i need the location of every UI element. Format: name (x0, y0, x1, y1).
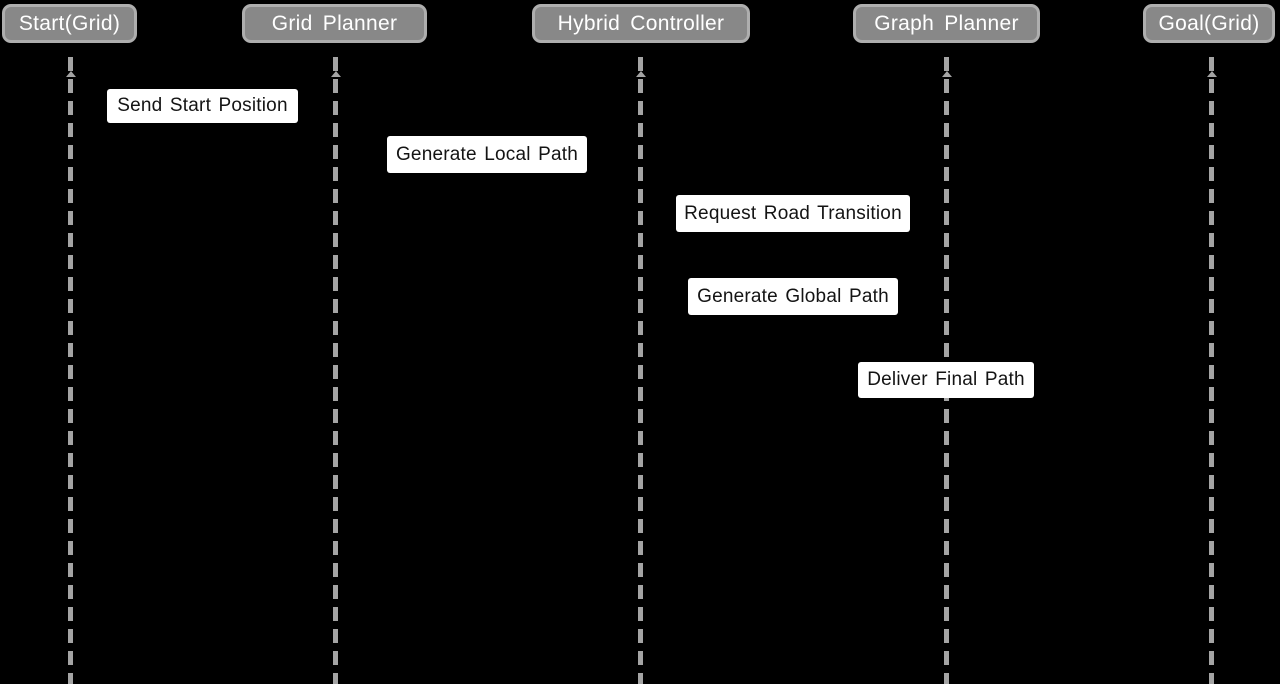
message-request-road-transition: Request Road Transition (676, 195, 910, 232)
message-generate-local-path: Generate Local Path (387, 136, 587, 173)
actor-hybrid-controller: Hybrid Controller (532, 4, 750, 43)
lifeline-grid-planner (333, 57, 338, 684)
lifeline-hybrid-controller (638, 57, 643, 684)
message-generate-global-path: Generate Global Path (688, 278, 898, 315)
actor-start-grid: Start(Grid) (2, 4, 137, 43)
message-deliver-final-path: Deliver Final Path (858, 362, 1034, 398)
actor-grid-planner: Grid Planner (242, 4, 427, 43)
message-send-start-position: Send Start Position (107, 89, 298, 123)
lifeline-start-grid (68, 57, 73, 684)
actor-graph-planner: Graph Planner (853, 4, 1040, 43)
actor-goal-grid: Goal(Grid) (1143, 4, 1275, 43)
lifeline-goal-grid (1209, 57, 1214, 684)
